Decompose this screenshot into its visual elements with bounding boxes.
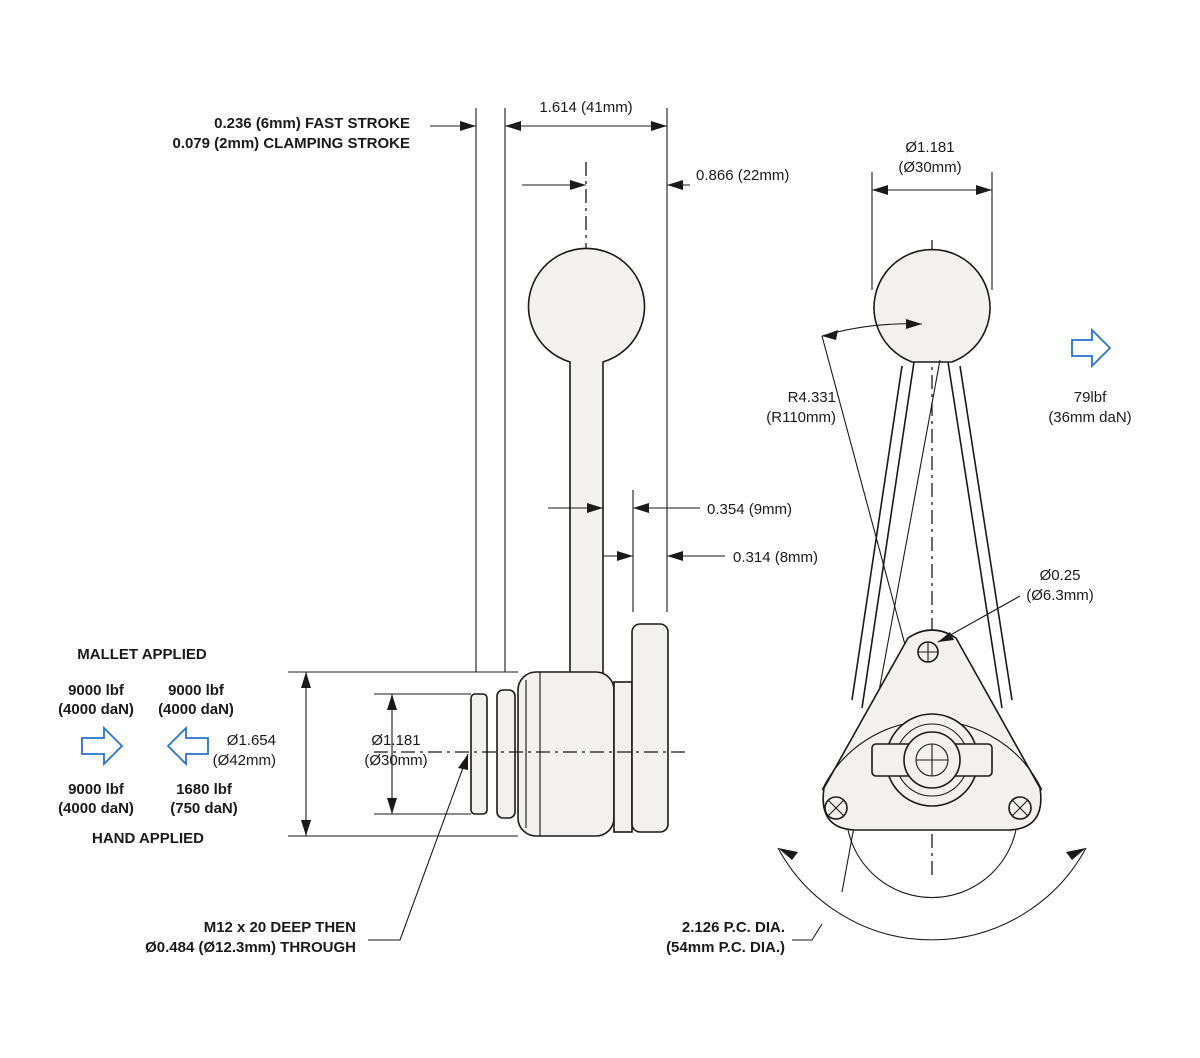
inner-diameter-1: Ø1.181 xyxy=(371,732,420,749)
hand-left-1: 9000 lbf xyxy=(68,781,125,798)
mallet-right-2: (4000 daN) xyxy=(158,701,234,718)
width-dimension: 1.614 (41mm) xyxy=(539,99,632,116)
arrow-right-icon xyxy=(81,725,124,767)
arrow-right-icon-2 xyxy=(1071,327,1112,369)
dimension-9mm: 0.354 (9mm) xyxy=(707,501,792,518)
inner-diameter-2: (Ø30mm) xyxy=(364,752,427,769)
front-view xyxy=(777,172,1087,941)
thread-label-1: M12 x 20 DEEP THEN xyxy=(204,919,356,936)
mallet-left-1: 9000 lbf xyxy=(68,682,125,699)
hole-label-2: (Ø6.3mm) xyxy=(1026,587,1094,604)
pcd-label-2: (54mm P.C. DIA.) xyxy=(666,939,785,956)
ball-diameter-2: (Ø30mm) xyxy=(898,159,961,176)
radius-label-1: R4.331 xyxy=(788,389,836,406)
hand-right-1: 1680 lbf xyxy=(176,781,233,798)
outer-diameter-2: (Ø42mm) xyxy=(213,752,276,769)
hand-title: HAND APPLIED xyxy=(92,830,204,847)
hole-label-1: Ø0.25 xyxy=(1040,567,1081,584)
stroke-label-2: 0.079 (2mm) CLAMPING STROKE xyxy=(172,135,410,152)
offset-dimension: 0.866 (22mm) xyxy=(696,167,789,184)
ball-diameter-1: Ø1.181 xyxy=(905,139,954,156)
arrow-left-icon xyxy=(166,725,209,767)
hand-left-2: (4000 daN) xyxy=(58,800,134,817)
force-arrows xyxy=(81,327,1112,767)
labels: 0.236 (6mm) FAST STROKE 0.079 (2mm) CLAM… xyxy=(58,99,1132,956)
mallet-right-1: 9000 lbf xyxy=(168,682,225,699)
hand-right-2: (750 daN) xyxy=(170,800,238,817)
stroke-label-1: 0.236 (6mm) FAST STROKE xyxy=(214,115,410,132)
mallet-left-2: (4000 daN) xyxy=(58,701,134,718)
dimension-8mm: 0.314 (8mm) xyxy=(733,549,818,566)
mallet-title: MALLET APPLIED xyxy=(77,646,207,663)
force-label-2: (36mm daN) xyxy=(1048,409,1131,426)
pcd-label-1: 2.126 P.C. DIA. xyxy=(682,919,785,936)
side-view xyxy=(288,108,725,941)
outer-diameter-1: Ø1.654 xyxy=(227,732,276,749)
radius-label-2: (R110mm) xyxy=(766,409,836,426)
thread-label-2: Ø0.484 (Ø12.3mm) THROUGH xyxy=(145,939,356,956)
force-label-1: 79lbf xyxy=(1074,389,1107,406)
